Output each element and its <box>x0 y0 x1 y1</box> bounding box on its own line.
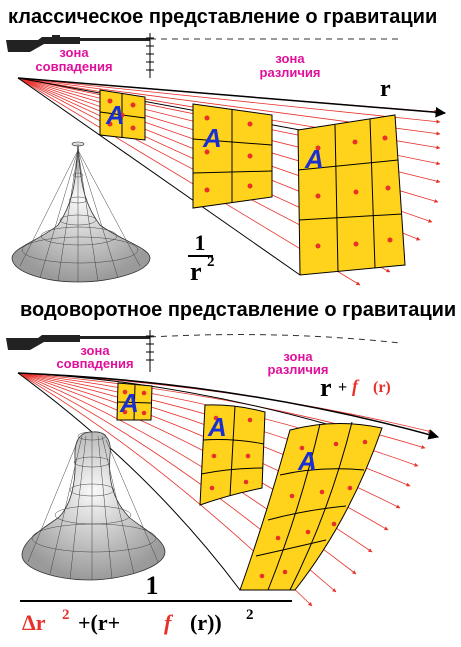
bottom-formula: 1 Δr 2 +(r+ f (r)) 2 <box>20 571 292 635</box>
funnel-surface-icon <box>11 141 151 283</box>
rifle-icon <box>6 335 150 350</box>
top-zone-match-line2: совпадения <box>35 59 112 74</box>
top-zone-diff-line2: различия <box>260 65 321 80</box>
top-panel-letter-2: A <box>202 123 222 153</box>
top-formula-numerator: 1 <box>195 230 206 255</box>
bottom-panel-2: A <box>199 404 266 506</box>
bottom-panel-1: A <box>116 382 153 421</box>
top-panel-letter-1: A <box>105 100 125 130</box>
bottom-axis-label: r <box>320 373 332 402</box>
top-panel-2: A <box>192 103 273 209</box>
bottom-panel-3: A <box>239 421 383 591</box>
bottom-zone-diff-line1: зона <box>283 349 313 364</box>
bottom-panel-letter-1: A <box>119 388 139 418</box>
top-axis-label: r <box>380 76 391 102</box>
top-panel-3: A <box>297 114 406 276</box>
top-zone-match-line1: зона <box>59 45 89 60</box>
top-zone-diff-line1: зона <box>275 51 305 66</box>
ruler-scale-icon <box>146 330 401 372</box>
bottom-formula-numerator: 1 <box>146 571 159 600</box>
rifle-icon <box>6 35 150 52</box>
top-panel-letter-3: A <box>304 144 324 174</box>
bottom-formula-mid: (r)) <box>190 610 222 635</box>
top-r-axis <box>17 77 447 118</box>
bottom-r-axis <box>17 372 440 440</box>
bottom-panel-letter-2: A <box>207 412 227 442</box>
top-title: классическое представление о гравитации <box>8 6 437 28</box>
top-formula-exponent: 2 <box>207 254 215 270</box>
ruler-scale-icon <box>146 33 400 78</box>
top-panel-1: A <box>99 89 146 141</box>
top-formula: 1 r 2 <box>188 230 215 286</box>
bottom-zone-match-line2: совпадения <box>56 356 133 371</box>
top-formula-denominator: r <box>190 257 202 286</box>
bottom-axis-r: (r) <box>373 379 391 396</box>
bottom-axis-plus: + <box>338 379 347 396</box>
bottom-axis-f: f <box>352 376 360 396</box>
bottom-formula-plus: +(r+ <box>78 610 120 635</box>
bottom-panel-letter-3: A <box>297 446 317 476</box>
bottom-formula-exp2: 2 <box>246 607 254 623</box>
bottom-zone-match-line1: зона <box>80 343 110 358</box>
bottom-formula-f: f <box>164 610 174 635</box>
bottom-zone-diff-line2: различия <box>268 362 329 377</box>
bottom-formula-delta: Δr <box>22 610 46 635</box>
bottom-title: водоворотное представление о гравитации <box>20 299 456 321</box>
vortex-surface-icon <box>21 431 166 581</box>
bottom-formula-exp: 2 <box>62 607 70 623</box>
